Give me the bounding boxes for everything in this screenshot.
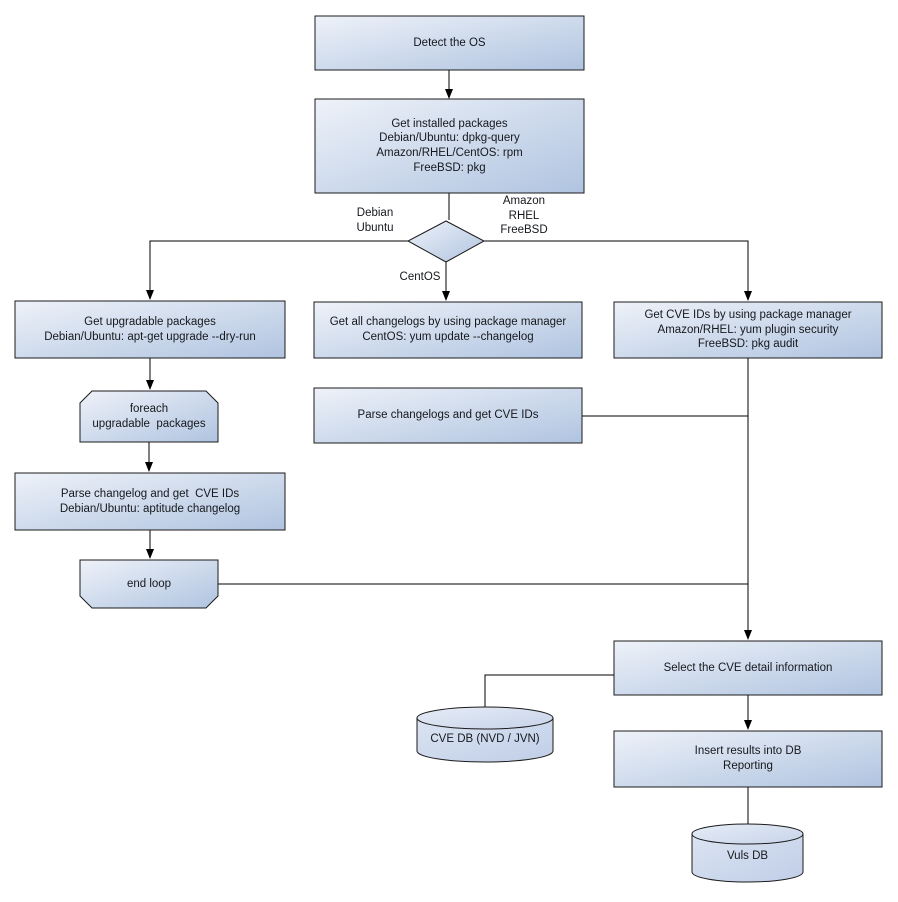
- connector-select-to-cvedb: [484, 674, 614, 708]
- cylinders-group: [416, 706, 804, 883]
- cve-db-cylinder-top: [416, 706, 554, 730]
- foreach-loop-shape: [79, 390, 219, 443]
- vuls-db-cylinder: [691, 833, 804, 883]
- connector-decision-to-getcveids: [484, 240, 752, 301]
- get-upgradable-packages-box: [14, 300, 286, 359]
- detect-os-box: [314, 15, 585, 71]
- select-cve-detail-box: [613, 640, 883, 696]
- connector-decision-to-upgradable: [146, 240, 408, 300]
- get-installed-packages-box: [314, 98, 585, 194]
- nodes-group: [14, 15, 883, 788]
- connectors-group: [145, 70, 752, 825]
- get-all-changelogs-box: [313, 301, 583, 359]
- insert-results-box: [613, 730, 883, 788]
- parse-changelog-box: [14, 472, 286, 531]
- end-loop-shape: [79, 559, 219, 609]
- parse-changelogs-box: [313, 387, 583, 444]
- os-decision-diamond: [406, 220, 486, 263]
- cve-db-cylinder: [416, 717, 554, 763]
- vuls-db-cylinder-top: [691, 823, 804, 845]
- get-cve-ids-box: [613, 301, 883, 359]
